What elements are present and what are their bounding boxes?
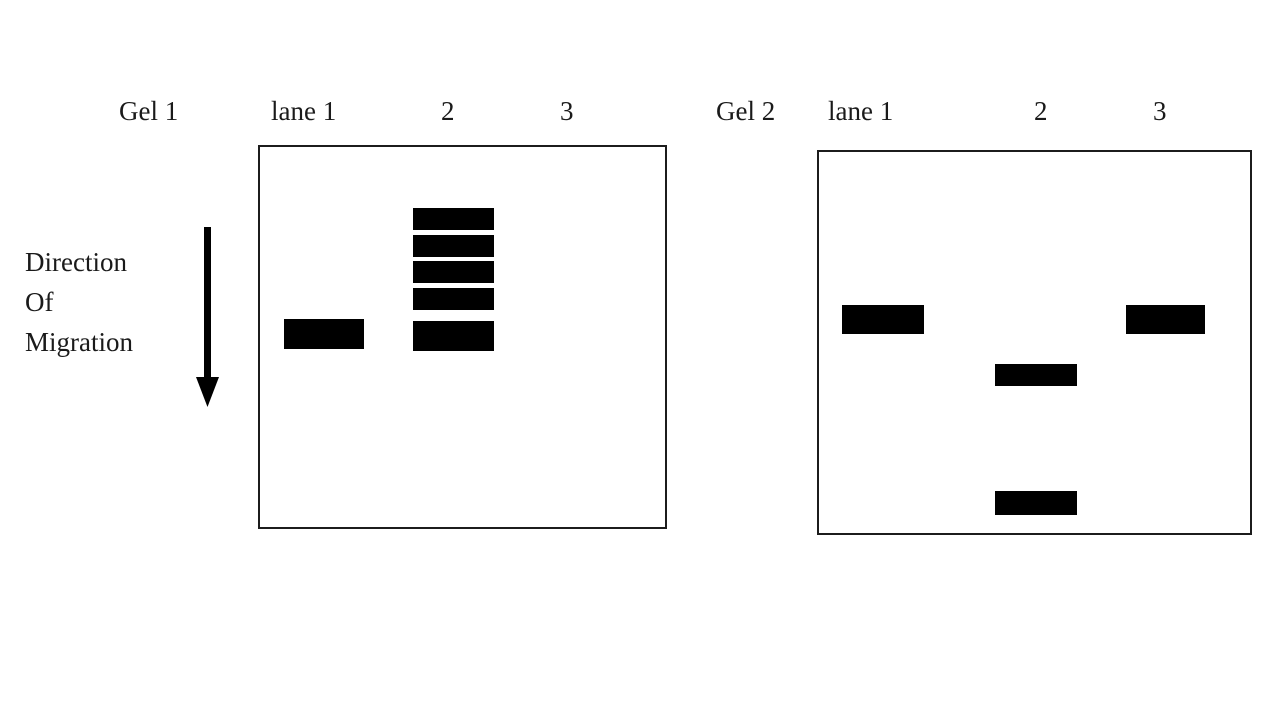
gel1-lane2-band-3 [413, 261, 494, 283]
gel2-lane1-label: lane 1 [828, 96, 894, 126]
gel1-title: Gel 1 [119, 96, 179, 126]
gel1-lane3-label: 3 [560, 96, 574, 126]
gel1-lane2-label: 2 [441, 96, 455, 126]
gel2-lane3-band-1 [1126, 305, 1205, 334]
gel1-lane2-band-5 [413, 321, 494, 351]
gel1-lane2-band-4 [413, 288, 494, 310]
gel2-lane2-band-2 [995, 491, 1077, 515]
gel2-title: Gel 2 [716, 96, 776, 126]
gel1-lane2-band-2 [413, 235, 494, 257]
migration-arrow-icon [190, 222, 230, 412]
gel2-lane3-label: 3 [1153, 96, 1167, 126]
migration-label-line3: Migration [25, 327, 133, 357]
gel1-box [258, 145, 667, 529]
migration-label-line2: Of [25, 287, 54, 317]
gel1-lane2-band-1 [413, 208, 494, 230]
gel2-box [817, 150, 1252, 535]
gel1-lane1-band-1 [284, 319, 364, 349]
gel2-lane2-label: 2 [1034, 96, 1048, 126]
gel1-lane1-label: lane 1 [271, 96, 337, 126]
gel2-lane2-band-1 [995, 364, 1077, 386]
gel2-lane1-band-1 [842, 305, 924, 334]
migration-label-line1: Direction [25, 247, 127, 277]
